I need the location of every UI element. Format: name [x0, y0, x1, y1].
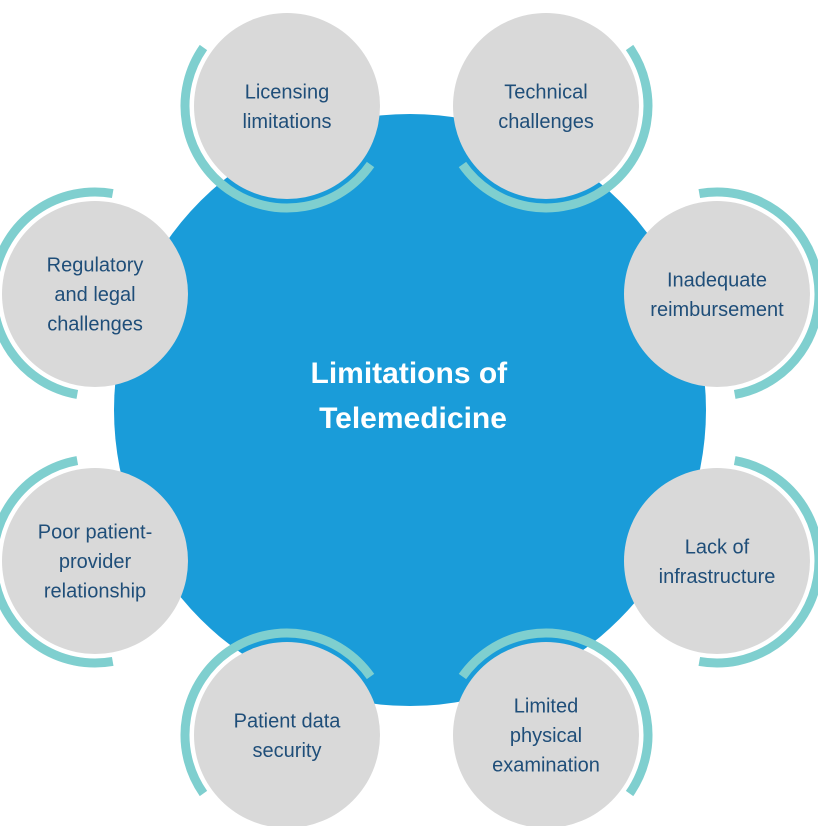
node-circle [2, 201, 188, 387]
node-accent-arc [180, 628, 375, 797]
node-label-line: Inadequate [667, 269, 767, 291]
node-7: Poor patient-provider relationship [0, 456, 188, 668]
node-label-line: physical [510, 725, 582, 747]
node-label-line: reimbursement [650, 299, 784, 321]
node-circle [453, 642, 639, 826]
node-label-line: infrastructure [659, 566, 776, 588]
node-label-line: and legal [54, 284, 135, 306]
node-1: Licensing limitations [180, 13, 380, 213]
node-label: Lack of infrastructure [659, 536, 776, 588]
node-circle [624, 201, 810, 387]
center-title-line-2: Telemedicine [319, 402, 507, 435]
node-accent-arc [458, 628, 653, 797]
node-label-line: examination [492, 755, 600, 777]
node-6: Patient data security [180, 628, 380, 826]
node-label: Inadequate reimbursement [650, 269, 784, 321]
node-4: Lack of infrastructure [624, 456, 818, 668]
node-label: Technical challenges [498, 81, 594, 133]
node-3: Inadequate reimbursement [624, 187, 818, 399]
node-accent-arc [0, 187, 114, 399]
node-circle [194, 13, 380, 199]
node-label-line: security [253, 740, 322, 762]
node-accent-arc [458, 44, 653, 213]
node-label: Regulatory and legal challenges [47, 255, 144, 336]
node-label-line: Lack of [685, 536, 750, 558]
node-label-line: Technical [504, 81, 587, 103]
node-5: Limited physical examination [453, 628, 653, 826]
node-2: Technical challenges [453, 13, 653, 213]
node-circle [453, 13, 639, 199]
node-circle [624, 468, 810, 654]
node-label: Patient data security [234, 710, 342, 762]
node-label-line: challenges [498, 111, 594, 133]
node-circle [194, 642, 380, 826]
node-label-line: challenges [47, 314, 143, 336]
node-circle [2, 468, 188, 654]
node-label: Poor patient-provider relationship [38, 522, 153, 603]
node-label-line: provider [59, 551, 132, 573]
node-label-line: Licensing [245, 81, 330, 103]
node-label-line: Regulatory [47, 255, 144, 277]
node-label-line: limitations [243, 111, 332, 133]
center-title: Limitations of Telemedicine [311, 357, 516, 435]
node-label: Licensing limitations [243, 81, 332, 133]
node-label: Limited physical examination [492, 696, 600, 777]
node-accent-arc [180, 44, 375, 213]
node-8: Regulatory and legal challenges [0, 187, 188, 399]
node-label-line: relationship [44, 581, 146, 603]
center-title-line-1: Limitations of [311, 357, 509, 390]
node-label-line: Limited [514, 696, 578, 718]
node-accent-arc [698, 456, 818, 668]
node-label-line: Patient data [234, 710, 342, 732]
node-accent-arc [698, 187, 818, 399]
node-accent-arc [0, 456, 114, 668]
node-label-line: Poor patient- [38, 522, 153, 544]
center-circle [114, 114, 706, 706]
